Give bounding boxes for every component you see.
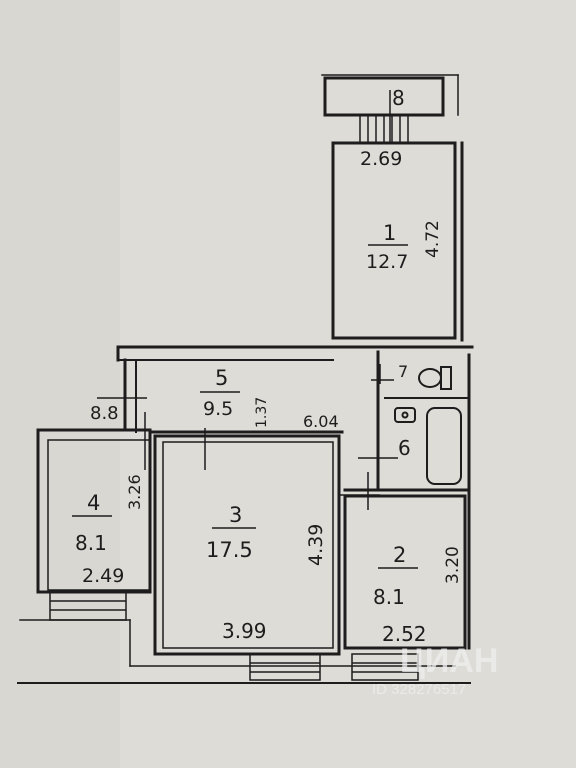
room-1-number: 1 — [383, 221, 396, 245]
sink-drain-icon — [401, 411, 409, 419]
room-4-inner — [47, 439, 151, 591]
bathtub-icon — [426, 407, 462, 485]
sink-icon — [394, 407, 416, 423]
room-4-dimension: 3.26 — [125, 474, 144, 510]
room-4-number: 4 — [87, 491, 100, 515]
room-8-number: 8 — [392, 86, 405, 110]
room-1-width: 2.69 — [360, 148, 402, 170]
room-2-dimension: 3.20 — [443, 546, 463, 584]
room-4-width: 2.49 — [82, 565, 124, 587]
labels: 8 2.69 1 12.7 4.72 5 9.5 1.37 8.8 6.04 7… — [72, 86, 463, 646]
room-3-outline — [153, 434, 341, 656]
room-2-width: 2.52 — [382, 622, 427, 646]
room-6-number: 6 — [398, 436, 411, 460]
room-5-number: 5 — [215, 366, 228, 390]
room-5-dimension: 1.37 — [254, 397, 270, 428]
corridor-length: 6.04 — [303, 412, 339, 431]
room-2-outline — [343, 494, 467, 650]
room-2-area: 8.1 — [373, 585, 405, 609]
room-4-area: 8.1 — [75, 531, 107, 555]
room-3-dimension: 4.39 — [305, 524, 327, 566]
room-1-dimension: 4.72 — [423, 220, 443, 258]
room-3-width: 3.99 — [222, 619, 267, 643]
watermark-brand: ЦИАН — [400, 642, 498, 680]
room-3-inner — [162, 441, 334, 649]
fixtures — [394, 366, 462, 485]
window-room-4 — [49, 591, 127, 621]
room-3-number: 3 — [229, 503, 242, 527]
window-room-2 — [351, 653, 419, 681]
room-5-area: 9.5 — [203, 398, 233, 420]
watermark: ЦИАН ID 328276517 — [372, 642, 498, 698]
room-3-area: 17.5 — [206, 538, 253, 562]
toilet-tank-icon — [440, 366, 452, 390]
door-marks — [97, 90, 398, 510]
watermark-id: ID 328276517 — [372, 681, 466, 698]
short-wall-length: 8.8 — [90, 403, 119, 424]
window-balcony — [359, 114, 409, 144]
room-1-area: 12.7 — [366, 251, 408, 273]
windows — [49, 114, 419, 681]
window-room-3 — [249, 653, 321, 681]
room-7-number: 7 — [398, 362, 408, 381]
paper-highlight — [120, 0, 576, 768]
room-2-number: 2 — [393, 543, 406, 567]
